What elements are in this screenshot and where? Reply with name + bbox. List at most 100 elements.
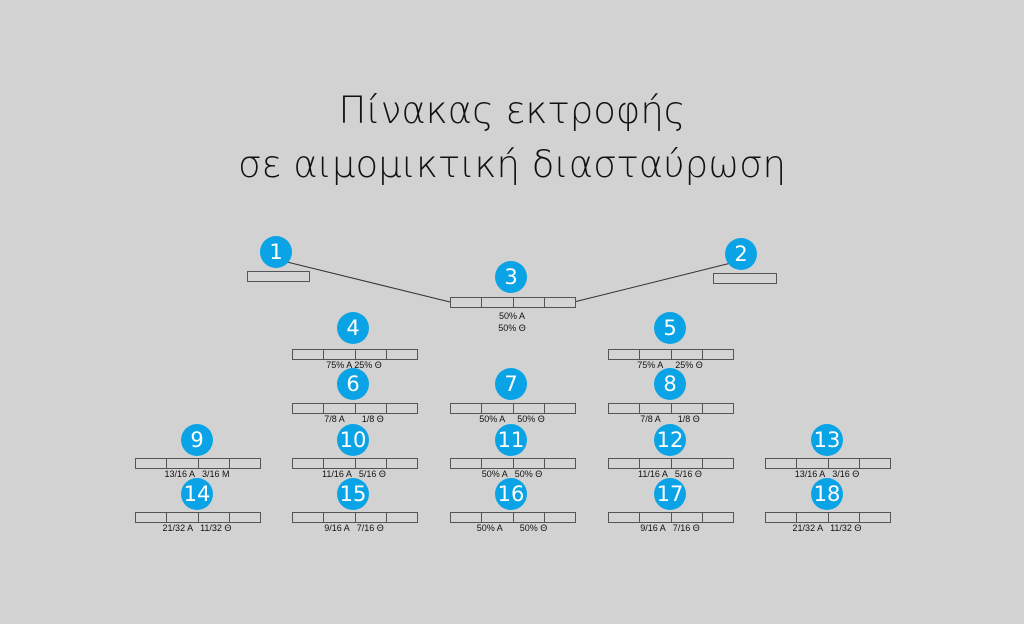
genome-bar-cell — [356, 513, 387, 522]
genome-bar — [608, 512, 734, 523]
genome-bar-cell — [545, 459, 575, 468]
genome-bar-cell — [514, 513, 545, 522]
genome-bar-cell — [387, 350, 417, 359]
genome-bar-cell — [230, 513, 260, 522]
genome-bar-cell — [293, 513, 325, 522]
genome-bar-cell — [387, 459, 417, 468]
genome-bar — [292, 458, 418, 469]
ancestry-label: 9/16 A 7/16 Θ — [324, 523, 384, 533]
node-number-badge: 17 — [654, 478, 686, 510]
genome-bar-cell — [482, 459, 514, 468]
node-number-badge: 6 — [337, 368, 369, 400]
genome-bar-cell — [703, 404, 733, 413]
genome-bar-cell — [387, 513, 417, 522]
genome-bar-cell — [714, 274, 776, 283]
genome-bar — [450, 458, 576, 469]
genome-bar — [292, 349, 418, 360]
genome-bar-cell — [293, 459, 325, 468]
connector-1-to-3 — [286, 261, 451, 303]
genome-bar-cell — [672, 513, 703, 522]
genome-bar-cell — [672, 350, 703, 359]
genome-bar-cell — [356, 404, 387, 413]
genome-bar-cell — [860, 459, 890, 468]
genome-bar — [247, 271, 310, 282]
genome-bar-cell — [703, 350, 733, 359]
ancestry-label: 7/8 A 1/8 Θ — [640, 414, 700, 424]
title-line-1: Πίνακας εκτροφής — [338, 89, 686, 132]
genome-bar-cell — [766, 459, 798, 468]
genome-bar — [450, 512, 576, 523]
ancestry-label: 75% A 25% Θ — [637, 360, 703, 370]
genome-bar-cell — [324, 513, 356, 522]
node-number-badge: 16 — [495, 478, 527, 510]
genome-bar-cell — [387, 404, 417, 413]
genome-bar-cell — [672, 404, 703, 413]
genome-bar-cell — [545, 513, 575, 522]
genome-bar — [292, 403, 418, 414]
genome-bar-cell — [248, 272, 309, 281]
genome-bar-cell — [829, 513, 860, 522]
node-number-badge: 15 — [337, 478, 369, 510]
genome-bar-cell — [451, 298, 483, 307]
ancestry-label: 75% A 25% Θ — [326, 360, 382, 370]
genome-bar-cell — [136, 513, 168, 522]
node-number-badge: 10 — [337, 424, 369, 456]
node-number-badge: 18 — [811, 478, 843, 510]
genome-bar-cell — [640, 404, 672, 413]
genome-bar-cell — [167, 513, 199, 522]
genome-bar — [713, 273, 777, 284]
ancestry-label: 50% A 50% Θ — [479, 414, 545, 424]
ancestry-label: 50% A 50% Θ — [481, 469, 543, 479]
ancestry-label: 7/8 A 1/8 Θ — [324, 414, 384, 424]
node-number-badge: 12 — [654, 424, 686, 456]
ancestry-label: 11/16 A 5/16 Θ — [638, 469, 702, 479]
genome-bar-cell — [514, 459, 545, 468]
node-number-badge: 7 — [495, 368, 527, 400]
genome-bar-cell — [230, 459, 260, 468]
genome-bar-cell — [451, 513, 483, 522]
genome-bar-cell — [167, 459, 199, 468]
ancestry-label: 50% A 50% Θ — [476, 523, 548, 533]
genome-bar-cell — [609, 513, 641, 522]
genome-bar-cell — [324, 350, 356, 359]
genome-bar — [765, 458, 891, 469]
genome-bar-cell — [482, 404, 514, 413]
genome-bar-cell — [451, 459, 483, 468]
page-title: Πίνακας εκτροφής σε αιμομικτική διασταύρ… — [0, 84, 1024, 192]
genome-bar — [608, 349, 734, 360]
genome-bar — [292, 512, 418, 523]
genome-bar-cell — [545, 298, 575, 307]
genome-bar-cell — [199, 459, 230, 468]
genome-bar-cell — [640, 350, 672, 359]
connector-2-to-3 — [573, 262, 732, 303]
node-number-badge: 2 — [725, 238, 757, 270]
node-number-badge: 3 — [495, 261, 527, 293]
genome-bar-cell — [609, 459, 641, 468]
genome-bar — [608, 458, 734, 469]
ancestry-label: 21/32 A 11/32 Θ — [162, 523, 232, 533]
genome-bar-cell — [545, 404, 575, 413]
title-line-2: σε αιμομικτική διασταύρωση — [238, 143, 786, 186]
ancestry-label: 13/16 A 3/16 M — [164, 469, 230, 479]
genome-bar-cell — [324, 459, 356, 468]
genome-bar-cell — [797, 513, 829, 522]
node-number-badge: 5 — [654, 312, 686, 344]
node-number-badge: 8 — [654, 368, 686, 400]
genome-bar-cell — [451, 404, 483, 413]
node-number-badge: 1 — [260, 236, 292, 268]
genome-bar-cell — [514, 298, 545, 307]
genome-bar — [135, 458, 261, 469]
genome-bar — [450, 297, 576, 308]
genome-bar-cell — [293, 404, 325, 413]
ancestry-label: 50% A 50% Θ — [498, 311, 526, 333]
genome-bar-cell — [797, 459, 829, 468]
genome-bar-cell — [482, 298, 514, 307]
genome-bar-cell — [640, 513, 672, 522]
genome-bar-cell — [609, 350, 641, 359]
genome-bar-cell — [860, 513, 890, 522]
ancestry-label: 11/16 A 5/16 Θ — [322, 469, 386, 479]
genome-bar-cell — [136, 459, 168, 468]
genome-bar-cell — [672, 459, 703, 468]
node-number-badge: 9 — [181, 424, 213, 456]
